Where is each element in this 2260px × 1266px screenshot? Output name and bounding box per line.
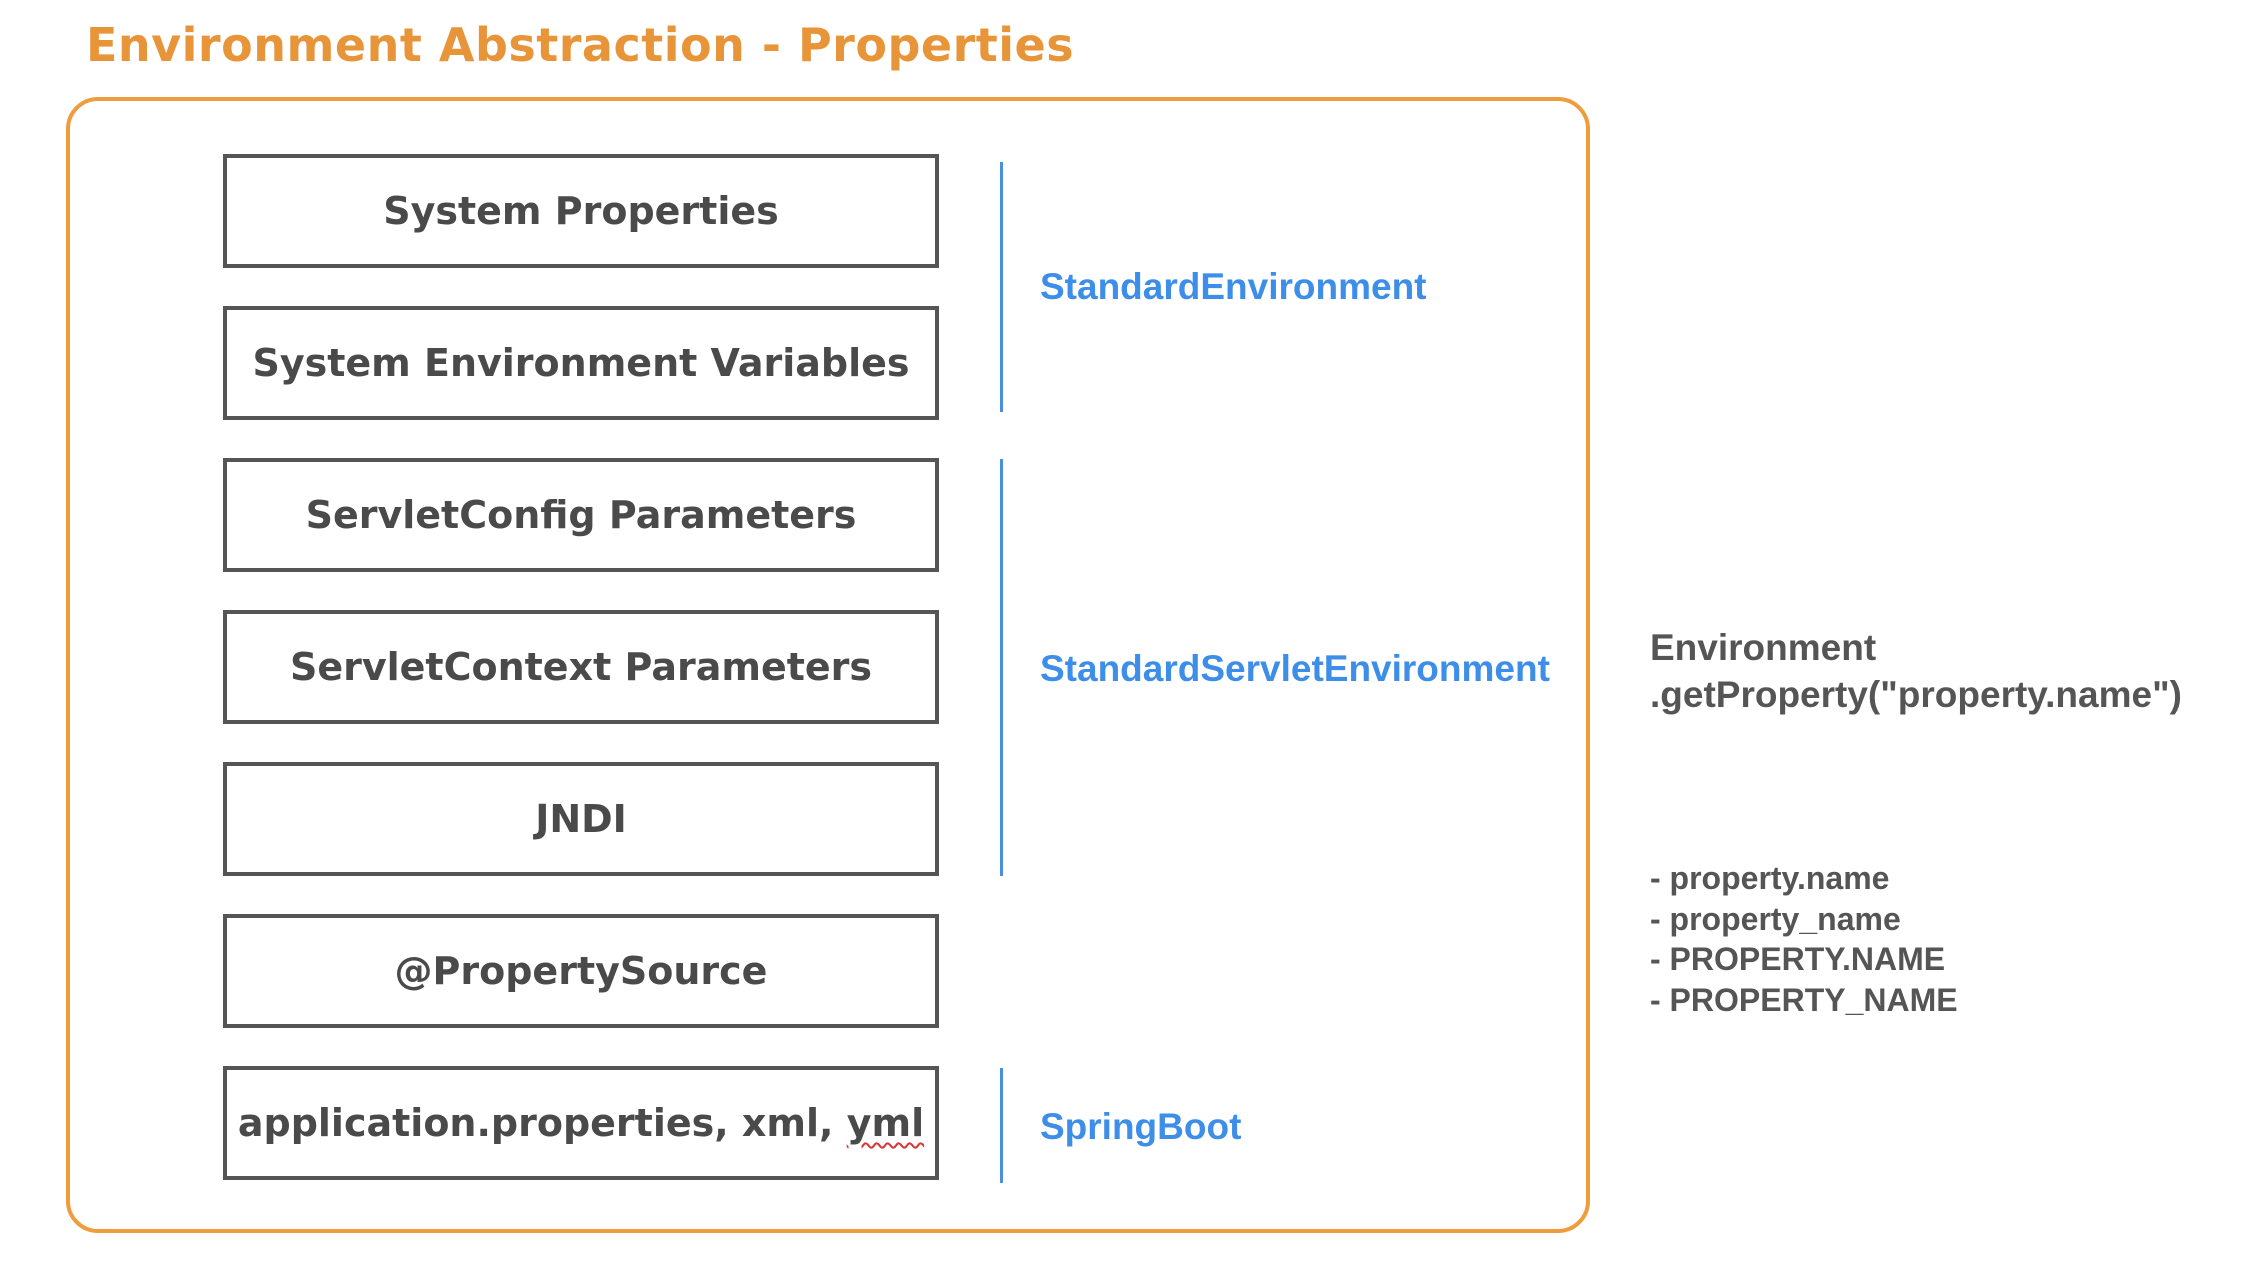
api-call-example: Environment .getProperty("property.name"… (1650, 624, 2182, 718)
list-item: property.name (1650, 858, 1958, 899)
list-item: property_name (1650, 899, 1958, 940)
api-call-line-1: Environment (1650, 627, 1877, 668)
source-label-main: application.properties, xml, (237, 1101, 847, 1145)
env-label-springboot: SpringBoot (1040, 1106, 1242, 1147)
source-label: @PropertySource (394, 949, 768, 993)
source-box-application-properties: application.properties, xml, yml (223, 1066, 939, 1180)
source-label: application.properties, xml, yml (238, 1101, 924, 1145)
source-label: ServletContext Parameters (289, 645, 873, 689)
env-label-standard-servlet-environment: StandardServletEnvironment (1040, 648, 1550, 689)
source-label-yml: yml (846, 1101, 925, 1145)
bracket-standard-environment (1000, 162, 1003, 412)
source-box-property-source: @PropertySource (223, 914, 939, 1028)
source-box-jndi: JNDI (223, 762, 939, 876)
source-label: System Environment Variables (252, 341, 910, 385)
source-box-system-properties: System Properties (223, 154, 939, 268)
list-item: PROPERTY_NAME (1650, 980, 1958, 1021)
source-label: System Properties (383, 189, 779, 233)
bracket-standard-servlet-environment (1000, 459, 1003, 876)
bracket-springboot (1000, 1068, 1003, 1183)
env-label-standard-environment: StandardEnvironment (1040, 266, 1427, 307)
list-item: PROPERTY.NAME (1650, 939, 1958, 980)
source-label: JNDI (535, 797, 627, 841)
source-box-servletconfig-parameters: ServletConfig Parameters (223, 458, 939, 572)
source-box-servletcontext-parameters: ServletContext Parameters (223, 610, 939, 724)
source-label: ServletConfig Parameters (305, 493, 857, 537)
diagram-title: Environment Abstraction - Properties (86, 18, 1075, 72)
property-sources-frame (66, 97, 1590, 1233)
source-box-system-env-variables: System Environment Variables (223, 306, 939, 420)
name-variants-list: property.name property_name PROPERTY.NAM… (1650, 858, 1958, 1020)
api-call-line-2: .getProperty("property.name") (1650, 674, 2182, 715)
